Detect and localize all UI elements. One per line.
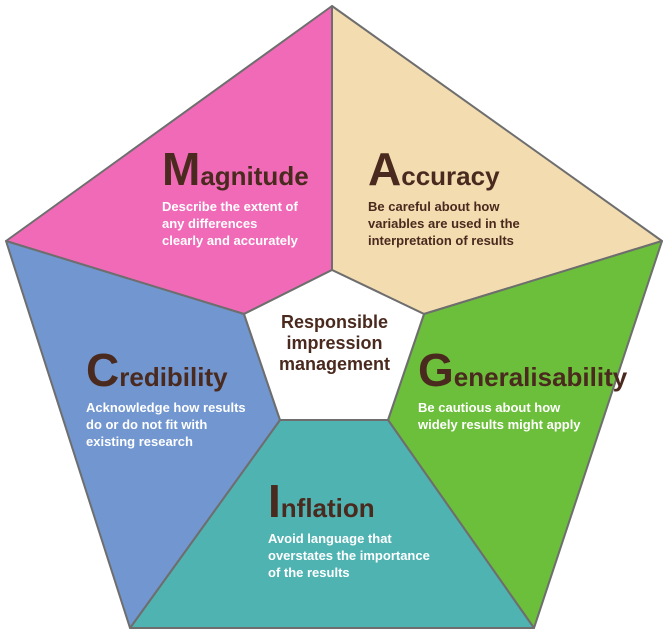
center-pentagon xyxy=(243,269,425,421)
accuracy-description: Be careful about how variables are used … xyxy=(368,199,520,248)
generalisability-title: Generalisability xyxy=(418,344,628,396)
magnitude-description: Describe the extent of any differences c… xyxy=(162,199,298,248)
accuracy-label: Accuracy Be careful about how variables … xyxy=(368,146,520,249)
magnitude-label: Magnitude Describe the extent of any dif… xyxy=(162,146,309,249)
generalisability-label: Generalisability Be cautious about how w… xyxy=(418,347,627,433)
generalisability-description: Be cautious about how widely results mig… xyxy=(418,400,581,432)
credibility-label: Credibility Acknowledge how results do o… xyxy=(86,347,246,450)
center-line-3: management xyxy=(278,354,391,374)
magnitude-title: Magnitude xyxy=(162,143,309,195)
credibility-description: Acknowledge how results do or do not fit… xyxy=(86,400,246,449)
center-label: Responsible impression management xyxy=(262,312,407,375)
inflation-title: Inflation xyxy=(268,475,375,527)
accuracy-title: Accuracy xyxy=(368,143,500,195)
center-line-2: impression xyxy=(286,333,383,353)
center-line-1: Responsible xyxy=(280,312,389,332)
inflation-label: Inflation Avoid language that overstates… xyxy=(268,478,430,581)
credibility-title: Credibility xyxy=(86,344,228,396)
inflation-description: Avoid language that overstates the impor… xyxy=(268,531,430,580)
